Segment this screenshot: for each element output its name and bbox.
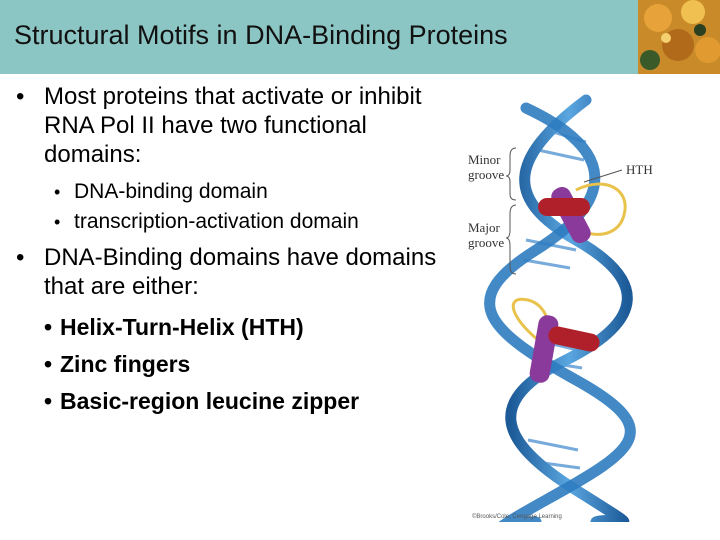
bold-item-1-text: Helix-Turn-Helix (HTH) bbox=[60, 314, 304, 340]
bullet-dot: • bbox=[54, 182, 61, 202]
base-pairs bbox=[523, 128, 587, 470]
bullet-dot: • bbox=[16, 244, 25, 271]
bullet-1-text: Most proteins that activate or inhibit R… bbox=[44, 83, 422, 168]
red-helix-lower bbox=[548, 326, 600, 352]
bullet-dot: • bbox=[44, 388, 53, 414]
bold-item-2: • Zinc fingers bbox=[14, 346, 454, 383]
sub-bullet-1-text: DNA-binding domain bbox=[74, 180, 268, 203]
bold-item-3: • Basic-region leucine zipper bbox=[14, 383, 454, 420]
bullet-dot: • bbox=[44, 314, 53, 340]
bullet-2: • DNA-Binding domains have domains that … bbox=[14, 243, 454, 301]
bullet-dot: • bbox=[44, 351, 53, 377]
bold-item-2-text: Zinc fingers bbox=[60, 351, 191, 377]
decorative-corner-image bbox=[638, 0, 720, 74]
bullet-dot: • bbox=[54, 212, 61, 232]
major-groove-label: Major groove bbox=[468, 220, 505, 250]
bullet-dot: • bbox=[16, 83, 25, 110]
sub-bullet-2-text: transcription-activation domain bbox=[74, 210, 359, 233]
dna-helix-illustration bbox=[484, 94, 636, 534]
major-groove-brace bbox=[505, 204, 517, 275]
bold-item-1: • Helix-Turn-Helix (HTH) bbox=[14, 309, 454, 346]
minor-groove-brace bbox=[505, 147, 517, 201]
title-bar: Structural Motifs in DNA-Binding Protein… bbox=[0, 0, 720, 74]
slide-title: Structural Motifs in DNA-Binding Protein… bbox=[14, 20, 508, 50]
dna-strand-2 bbox=[484, 102, 636, 534]
sub-bullet-2: • transcription-activation domain bbox=[14, 207, 454, 237]
hth-label: HTH bbox=[626, 162, 653, 177]
dna-protein-figure: Minor groove Major groove HTH ©Brooks/Co… bbox=[466, 90, 660, 534]
minor-groove-label: Minor groove bbox=[468, 152, 505, 182]
figure-credit: ©Brooks/Cole, Cengage Learning bbox=[472, 514, 562, 520]
bullet-1: • Most proteins that activate or inhibit… bbox=[14, 82, 454, 169]
dna-strand-1 bbox=[505, 94, 633, 528]
slide-body: • Most proteins that activate or inhibit… bbox=[14, 82, 454, 420]
sub-bullet-1: • DNA-binding domain bbox=[14, 177, 454, 207]
bullet-2-text: DNA-Binding domains have domains that ar… bbox=[44, 244, 437, 300]
bold-item-3-text: Basic-region leucine zipper bbox=[60, 388, 360, 414]
hth-pointer bbox=[583, 169, 623, 183]
red-helix-upper bbox=[538, 198, 590, 216]
